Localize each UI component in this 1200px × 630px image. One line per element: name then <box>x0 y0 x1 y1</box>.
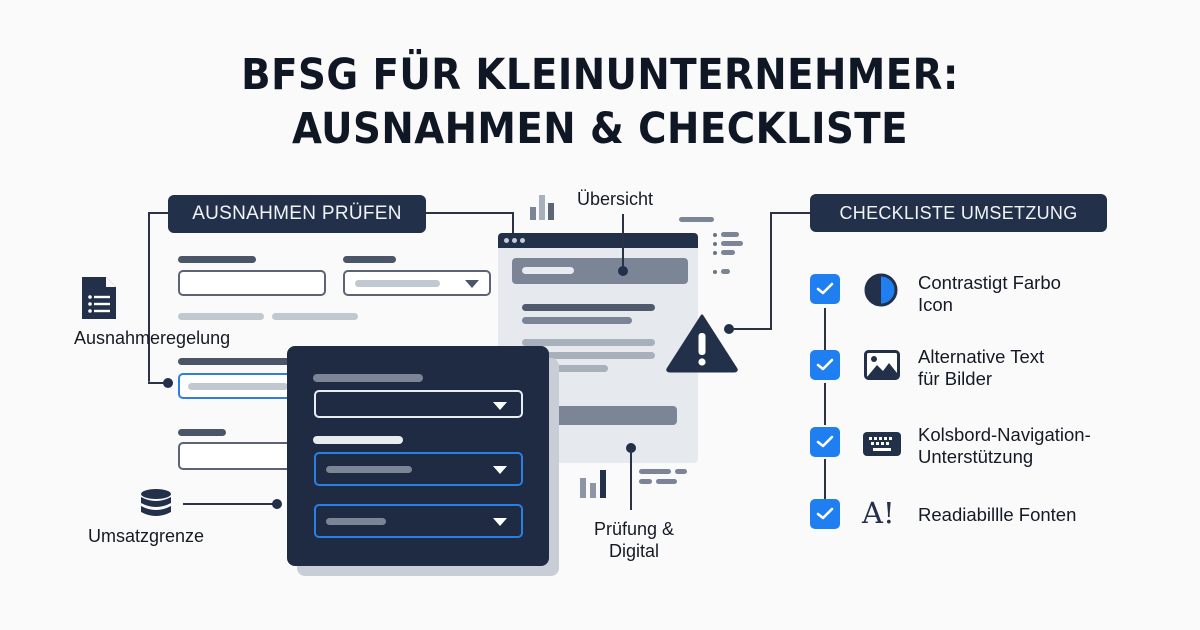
connector-dot <box>272 499 282 509</box>
dark-select-dropdown[interactable] <box>314 390 523 418</box>
contrast-icon <box>864 273 898 307</box>
field-label-bar <box>313 436 403 444</box>
checkmark-icon <box>816 282 834 295</box>
item-line-1: Contrastigt Farbo <box>918 272 1061 293</box>
chevron-down-icon <box>493 402 507 410</box>
check-connector <box>824 459 826 499</box>
pruefung-label-line-1: Prüfung & <box>593 519 675 539</box>
title-line-1: BFSG FÜR KLEINUNTERNEHMER: <box>241 50 959 100</box>
hint-bar <box>272 313 358 320</box>
checkbox-checked[interactable] <box>810 499 840 529</box>
checkmark-icon <box>816 435 834 448</box>
chevron-down-icon <box>493 466 507 474</box>
check-connector <box>824 308 826 350</box>
dark-select-dropdown-active[interactable] <box>314 452 523 486</box>
title-line-2: AUSNAHMEN & CHECKLISTE <box>291 104 909 154</box>
ausnahmen-pruefen-label: AUSNAHMEN PRÜFEN <box>192 203 402 224</box>
content-line <box>522 339 655 346</box>
field-label-bar <box>178 429 226 436</box>
browser-titlebar <box>498 233 698 248</box>
left-bracket-line <box>148 212 150 382</box>
checkmark-icon <box>816 358 834 371</box>
browser-window-mock <box>498 233 698 463</box>
header-connector-line <box>420 212 512 214</box>
image-icon <box>864 350 900 380</box>
ausnahmen-pruefen-header: AUSNAHMEN PRÜFEN <box>168 195 426 233</box>
browser-header-bar <box>512 258 688 284</box>
window-dot <box>512 238 517 243</box>
decor-line <box>679 217 714 222</box>
checklist-item-text: Readiabillle Fonten <box>918 504 1076 526</box>
item-line-1: Readiabillle Fonten <box>918 504 1077 525</box>
uebersicht-label: Übersicht <box>577 189 654 209</box>
item-line-2: für Bilder <box>918 368 993 389</box>
dark-form-panel <box>287 346 549 566</box>
item-line-2: Unterstützung <box>918 446 1034 467</box>
content-line <box>522 317 632 324</box>
content-line <box>522 304 655 311</box>
chevron-down-icon <box>493 518 507 526</box>
pruefung-label-line-2: Digital <box>608 541 660 561</box>
pruefung-digital-label: Prüfung & Digital <box>586 518 682 562</box>
document-list-icon <box>80 275 118 321</box>
checkmark-icon <box>816 507 834 520</box>
window-dot <box>520 238 525 243</box>
check-connector <box>824 383 826 425</box>
warning-connector-line <box>732 328 770 330</box>
select-dropdown[interactable] <box>343 270 491 296</box>
checkliste-umsetzung-header: CHECKLISTE UMSETZUNG <box>810 194 1107 232</box>
checklist-connector-top <box>770 212 810 214</box>
list-decor-icon <box>713 232 753 276</box>
left-bracket-bottom <box>148 382 168 384</box>
header-connector-drop <box>512 212 514 238</box>
field-label-bar <box>178 358 298 365</box>
left-bracket-top <box>148 212 174 214</box>
header-text-bar <box>522 267 574 274</box>
page-title: BFSG FÜR KLEINUNTERNEHMER: AUSNAHMEN & C… <box>60 48 1140 156</box>
content-line <box>522 352 655 359</box>
select-value-bar <box>326 518 386 525</box>
database-stack-icon <box>140 488 172 520</box>
uebersicht-connector-line <box>622 214 624 270</box>
checkbox-checked[interactable] <box>810 274 840 304</box>
pruefung-connector-line <box>630 448 632 510</box>
content-line <box>522 365 608 372</box>
field-label-bar <box>343 256 396 263</box>
list-decor-icon <box>639 469 689 485</box>
input-value-bar <box>188 383 288 390</box>
checklist-item-text: Contrastigt Farbo Icon <box>918 272 1061 316</box>
ausnahmeregelung-label: Ausnahmeregelung <box>74 328 231 348</box>
hint-bar <box>178 313 264 320</box>
warning-triangle-icon <box>666 313 738 373</box>
field-label-bar <box>313 374 423 382</box>
item-line-2: Icon <box>918 294 953 315</box>
chevron-down-icon <box>465 280 479 288</box>
bar-chart-icon <box>578 469 612 499</box>
font-icon: A! <box>862 496 895 530</box>
checkliste-umsetzung-label: CHECKLISTE UMSETZUNG <box>839 202 1078 223</box>
checklist-item-text: Kolsbord-Navigation- Unterstützung <box>918 424 1091 468</box>
umsatzgrenze-connector-line <box>183 503 276 505</box>
dark-select-dropdown-active[interactable] <box>314 504 523 538</box>
item-line-1: Alternative Text <box>918 346 1045 367</box>
checklist-item-text: Alternative Text für Bilder <box>918 346 1044 390</box>
select-value-bar <box>326 466 412 473</box>
text-input[interactable] <box>178 270 326 296</box>
content-block <box>522 406 677 425</box>
window-dot <box>504 238 509 243</box>
checkbox-checked[interactable] <box>810 427 840 457</box>
select-value-bar <box>355 280 440 287</box>
item-line-1: Kolsbord-Navigation- <box>918 424 1091 445</box>
field-label-bar <box>178 256 256 263</box>
checklist-connector-vertical <box>770 212 772 330</box>
focused-text-input[interactable] <box>178 373 298 399</box>
umsatzgrenze-label: Umsatzgrenze <box>88 526 205 546</box>
checkbox-checked[interactable] <box>810 350 840 380</box>
bar-chart-icon <box>528 195 554 221</box>
keyboard-icon <box>863 432 901 456</box>
text-input[interactable] <box>178 442 298 470</box>
connector-dot <box>724 324 734 334</box>
connector-dot <box>618 266 628 276</box>
connector-dot <box>163 378 173 388</box>
